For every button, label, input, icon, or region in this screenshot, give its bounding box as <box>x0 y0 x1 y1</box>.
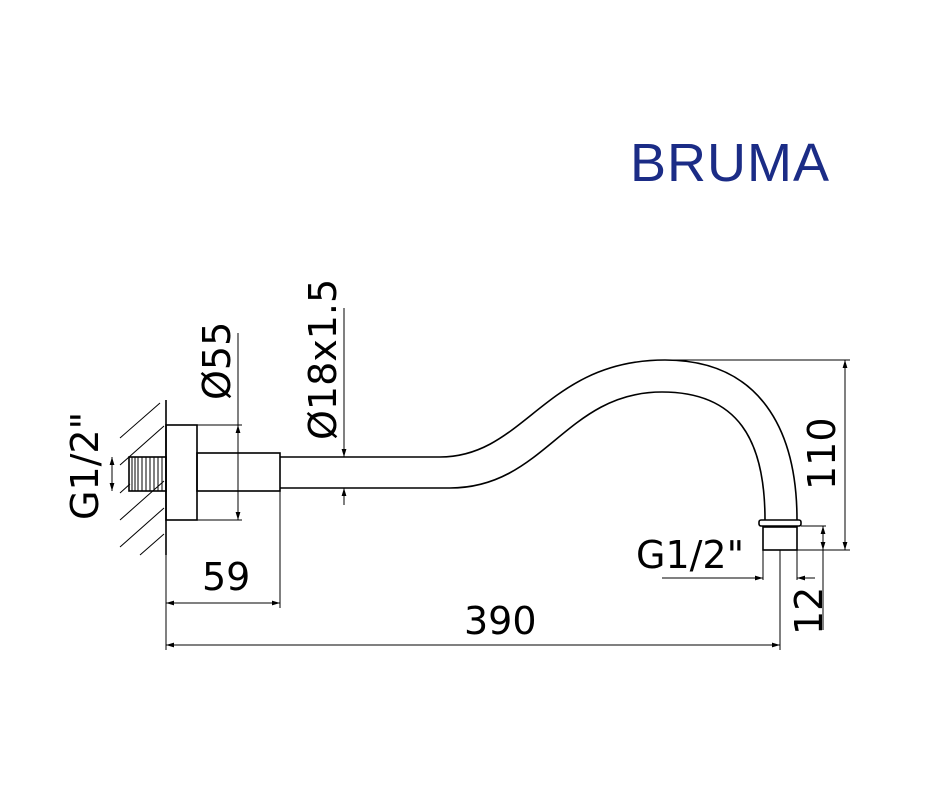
height-label: 110 <box>800 417 844 490</box>
pipe-diameter-label: Ø18x1.5 <box>301 279 345 440</box>
total-length-label: 390 <box>464 599 537 643</box>
outlet-collar <box>758 519 802 527</box>
flange-depth-label: 59 <box>202 555 250 599</box>
outlet-thread-label: G1/2" <box>636 533 744 577</box>
inlet-thread <box>128 456 167 492</box>
wall-hatch <box>119 400 167 556</box>
flange-diameter-label: Ø55 <box>195 322 239 400</box>
wall-flange <box>165 424 198 521</box>
inlet-thread-label: G1/2" <box>63 412 107 520</box>
pipe-inner <box>280 391 766 521</box>
outlet-nut <box>762 526 798 551</box>
brand-logo: BRUMA <box>630 133 830 193</box>
outlet-length-label: 12 <box>787 587 831 635</box>
pipe-outer <box>280 359 798 521</box>
